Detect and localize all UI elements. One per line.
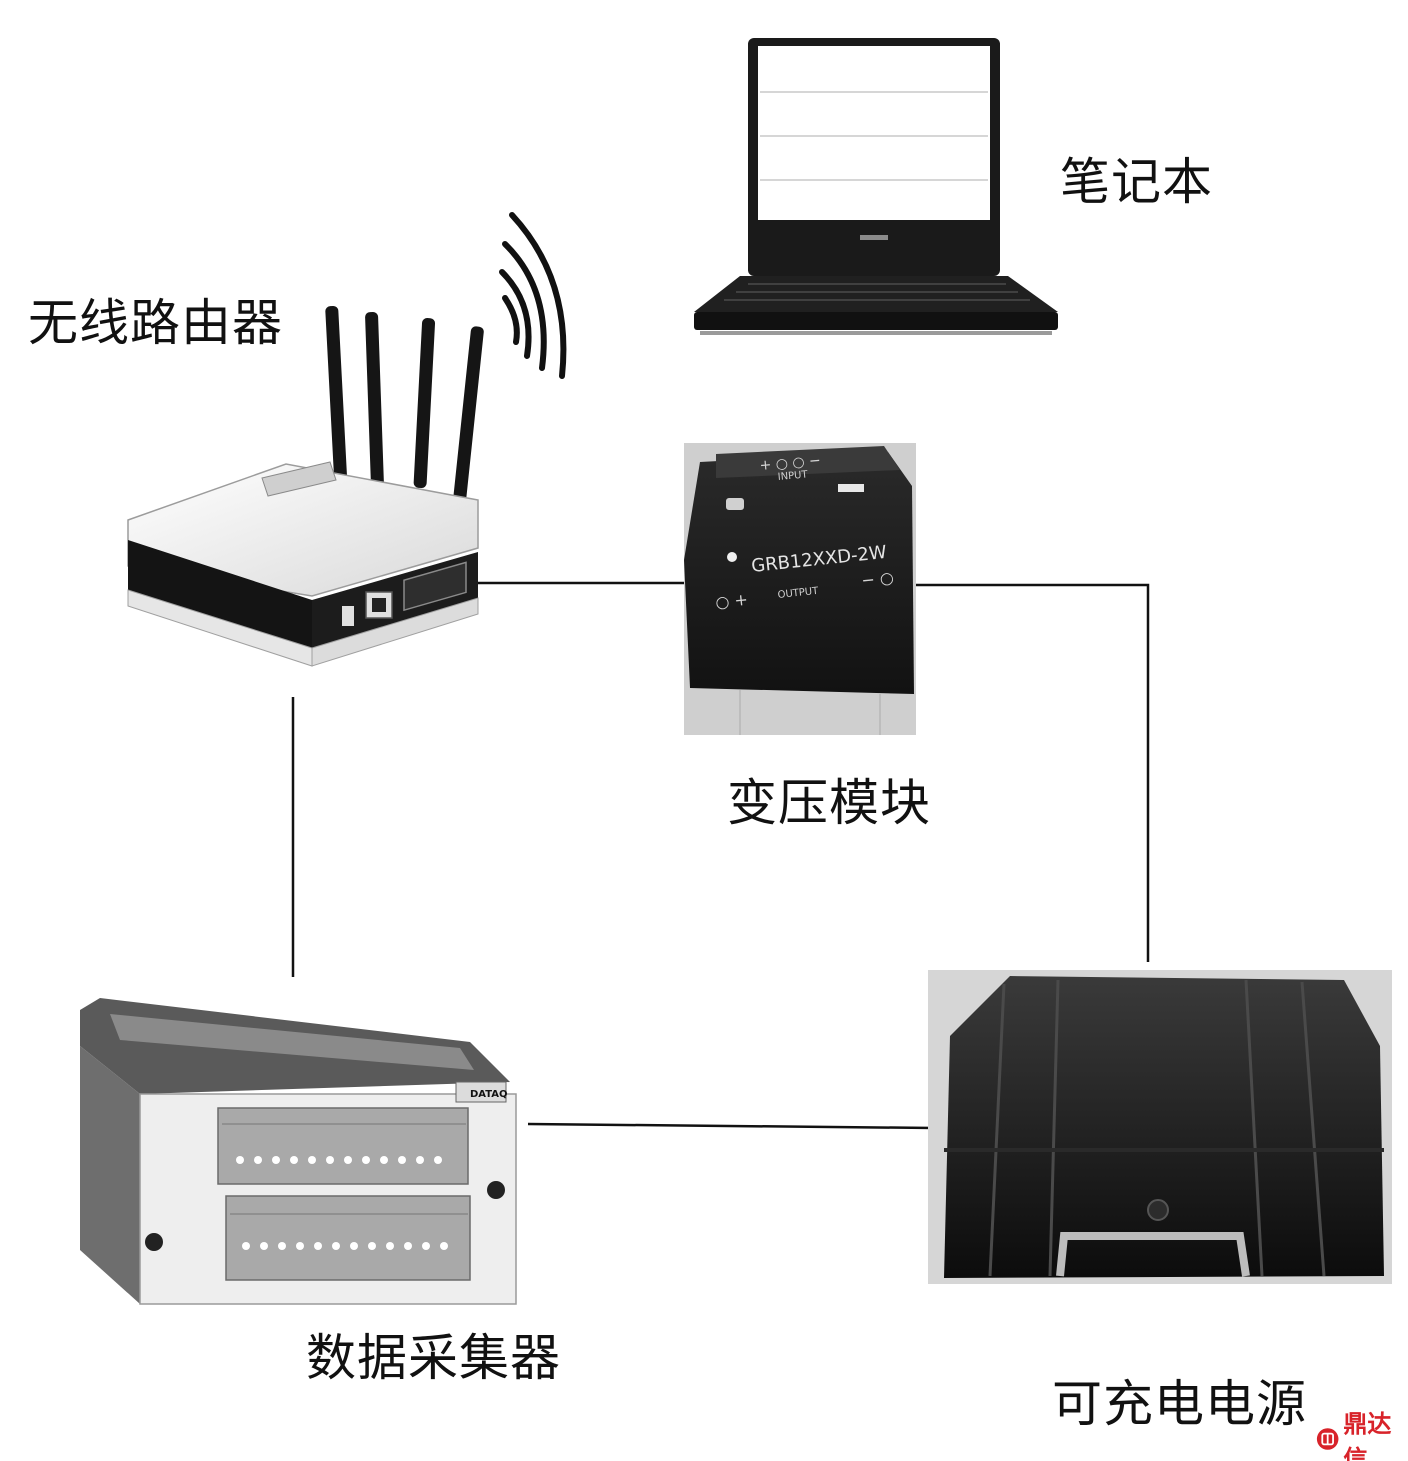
- svg-text:− ○: − ○: [860, 568, 894, 590]
- logger-label: 数据采集器: [306, 1329, 561, 1387]
- link-logger-battery: [527, 1122, 935, 1130]
- transformer-module-icon: GRB12XXD-2W INPUT OUTPUT + ○ ○ − ○ + − ○: [684, 443, 916, 735]
- connection-lines: [291, 581, 1150, 1130]
- watermark: 鼎达信: [1316, 1410, 1408, 1461]
- svg-text:○ +: ○ +: [714, 590, 748, 612]
- logger-brand-text: DATAQ: [470, 1089, 508, 1100]
- wifi-signal-icon: [499, 212, 567, 379]
- battery-label: 可充电电源: [1052, 1375, 1307, 1433]
- svg-text:+ ○ ○ −: + ○ ○ −: [759, 453, 821, 474]
- router-label: 无线路由器: [28, 294, 283, 352]
- rechargeable-battery-case-icon: [928, 970, 1392, 1284]
- link-transformer-battery: [914, 583, 1150, 962]
- laptop-icon: [694, 38, 1058, 335]
- transformer-label: 变压模块: [727, 774, 931, 832]
- wireless-router-icon: [127, 212, 567, 667]
- watermark-text: 鼎达信: [1343, 1410, 1392, 1461]
- watermark-logo-icon: [1316, 1428, 1339, 1450]
- module-output-text: OUTPUT: [777, 586, 820, 601]
- module-input-text: INPUT: [777, 469, 809, 483]
- data-logger-icon: DATAQ: [80, 998, 517, 1305]
- laptop-label: 笔记本: [1060, 153, 1213, 211]
